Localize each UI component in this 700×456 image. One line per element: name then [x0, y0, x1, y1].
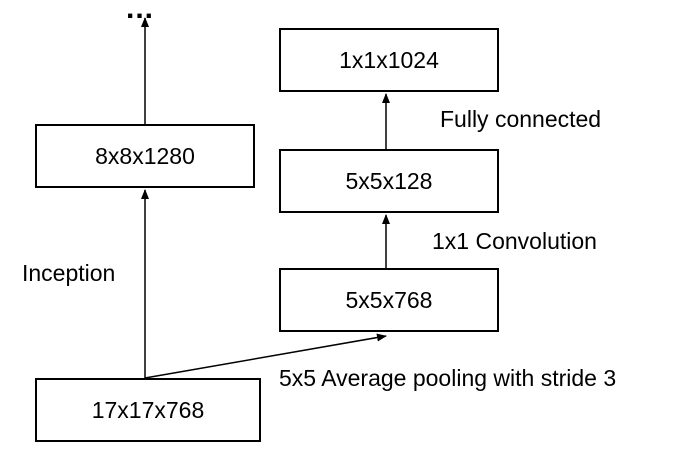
node-5x5x128: 5x5x128 [279, 149, 499, 213]
edge-label-average-pooling: 5x5 Average pooling with stride 3 [279, 365, 617, 391]
node-label: 1x1x1024 [339, 46, 439, 73]
edge-label-convolution: 1x1 Convolution [432, 228, 597, 254]
edge-label-inception: Inception [22, 260, 116, 286]
node-8x8x1280: 8x8x1280 [35, 124, 255, 188]
node-1x1x1024: 1x1x1024 [279, 28, 499, 92]
continuation-dots: ... [126, 0, 155, 25]
arrow-input-to-pooled [144, 333, 387, 379]
node-5x5x768: 5x5x768 [279, 268, 499, 332]
node-label: 5x5x128 [345, 167, 433, 194]
edge-label-fully-connected: Fully connected [440, 106, 602, 132]
node-label: 5x5x768 [345, 286, 433, 313]
node-17x17x768: 17x17x768 [35, 378, 261, 442]
node-label: 8x8x1280 [95, 142, 195, 169]
node-label: 17x17x768 [91, 396, 205, 423]
